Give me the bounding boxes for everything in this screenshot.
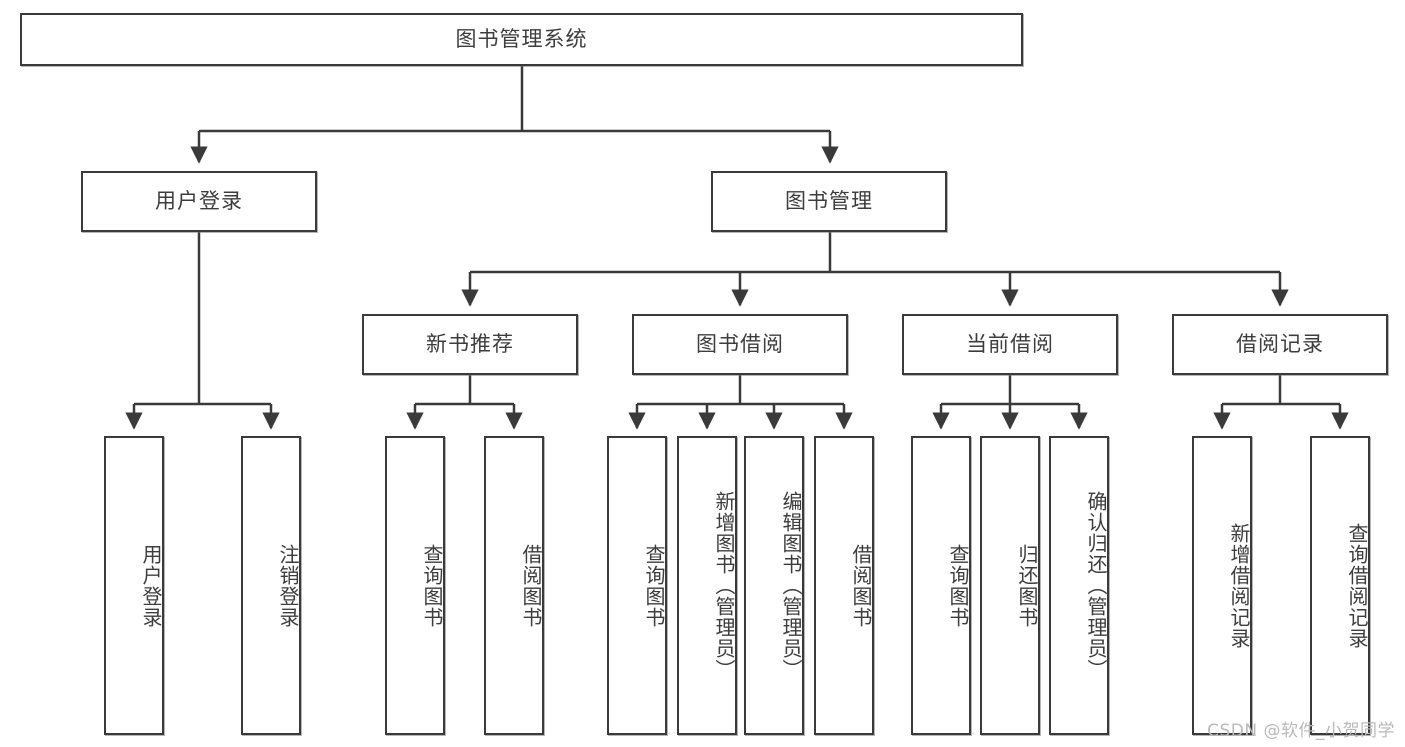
leaf-edit-book[interactable]: 编辑图书（管理员） [744, 436, 804, 735]
csdn-watermark: CSDN @软件_小贺同学 [1207, 721, 1395, 741]
node-current-borrow[interactable]: 当前借阅 [902, 314, 1118, 375]
leaf-user-login-label: 用户登录 [139, 543, 163, 628]
leaf-user-logout[interactable]: 注销登录 [241, 436, 301, 735]
leaf-user-logout-label: 注销登录 [276, 543, 300, 628]
leaf-query-book-2-label: 查询图书 [642, 543, 666, 628]
node-book-manage[interactable]: 图书管理 [711, 171, 947, 232]
node-new-book-recommend[interactable]: 新书推荐 [362, 314, 578, 375]
leaf-add-record[interactable]: 新增借阅记录 [1192, 436, 1252, 735]
leaf-borrow-book-2[interactable]: 借阅图书 [814, 436, 874, 735]
leaf-add-record-label: 新增借阅记录 [1227, 522, 1251, 649]
leaf-return-book-label: 归还图书 [1015, 543, 1039, 628]
leaf-query-book-1[interactable]: 查询图书 [385, 436, 445, 735]
leaf-query-record[interactable]: 查询借阅记录 [1310, 436, 1370, 735]
node-root[interactable]: 图书管理系统 [20, 13, 1023, 66]
node-borrow-record-label: 借阅记录 [1236, 331, 1324, 356]
leaf-edit-book-label: 编辑图书（管理员） [779, 491, 803, 680]
leaf-add-book[interactable]: 新增图书（管理员） [677, 436, 737, 735]
leaf-query-book-1-label: 查询图书 [420, 543, 444, 628]
node-book-borrow-label: 图书借阅 [696, 331, 784, 356]
node-book-manage-label: 图书管理 [785, 188, 873, 213]
leaf-borrow-book-1[interactable]: 借阅图书 [484, 436, 544, 735]
leaf-query-book-3[interactable]: 查询图书 [911, 436, 971, 735]
node-user-login-label: 用户登录 [155, 188, 243, 213]
node-user-login[interactable]: 用户登录 [81, 171, 317, 232]
leaf-confirm-return[interactable]: 确认归还（管理员） [1049, 436, 1109, 735]
node-book-borrow[interactable]: 图书借阅 [632, 314, 848, 375]
leaf-return-book[interactable]: 归还图书 [980, 436, 1040, 735]
leaf-borrow-book-1-label: 借阅图书 [519, 543, 543, 628]
node-root-label: 图书管理系统 [455, 26, 588, 51]
leaf-query-record-label: 查询借阅记录 [1345, 522, 1369, 649]
leaf-borrow-book-2-label: 借阅图书 [849, 543, 873, 628]
leaf-query-book-3-label: 查询图书 [946, 543, 970, 628]
node-current-borrow-label: 当前借阅 [966, 331, 1054, 356]
leaf-user-login[interactable]: 用户登录 [104, 436, 164, 735]
leaf-confirm-return-label: 确认归还（管理员） [1084, 491, 1108, 680]
leaf-add-book-label: 新增图书（管理员） [712, 491, 736, 680]
node-borrow-record[interactable]: 借阅记录 [1172, 314, 1388, 375]
node-new-book-recommend-label: 新书推荐 [426, 331, 514, 356]
leaf-query-book-2[interactable]: 查询图书 [607, 436, 667, 735]
